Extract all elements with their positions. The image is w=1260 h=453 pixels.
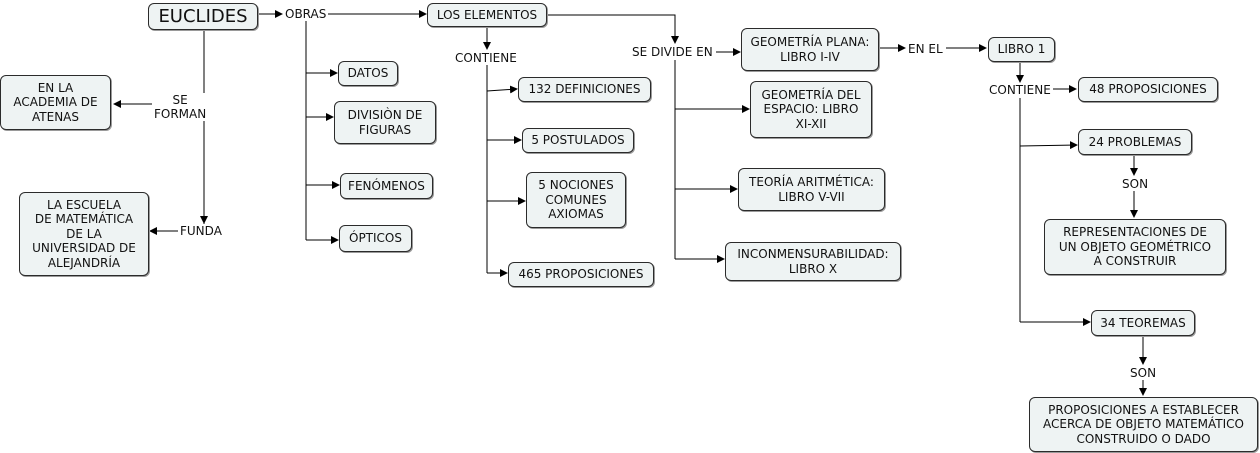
node-5-postulados[interactable]: 5 POSTULADOS	[522, 128, 634, 153]
node-5-nociones[interactable]: 5 NOCIONES COMUNES AXIOMAS	[526, 172, 626, 228]
node-48-proposiciones[interactable]: 48 PROPOSICIONES	[1078, 77, 1218, 102]
node-euclides[interactable]: EUCLIDES	[148, 3, 258, 30]
node-34-teoremas[interactable]: 34 TEOREMAS	[1091, 310, 1195, 336]
node-465-proposiciones[interactable]: 465 PROPOSICIONES	[508, 262, 654, 287]
node-los-elementos[interactable]: LOS ELEMENTOS	[427, 3, 547, 27]
link-son-problemas: SON	[1120, 177, 1151, 191]
node-representaciones[interactable]: REPRESENTACIONES DE UN OBJETO GEOMÉTRICO…	[1044, 219, 1226, 275]
node-opticos[interactable]: ÓPTICOS	[339, 225, 412, 252]
node-132-definiciones[interactable]: 132 DEFINICIONES	[518, 77, 651, 102]
link-funda: FUNDA	[178, 224, 224, 238]
link-obras: OBRAS	[283, 7, 329, 21]
node-teoria-aritmetica[interactable]: TEORÍA ARITMÉTICA: LIBRO V-VII	[738, 168, 885, 211]
node-24-problemas[interactable]: 24 PROBLEMAS	[1078, 129, 1192, 155]
node-geometria-plana[interactable]: GEOMETRÍA PLANA: LIBRO I-IV	[741, 28, 879, 71]
node-proposiciones-establecer[interactable]: PROPOSICIONES A ESTABLECER ACERCA DE OBJ…	[1029, 397, 1258, 452]
link-son-teoremas: SON	[1128, 366, 1159, 380]
node-datos[interactable]: DATOS	[338, 61, 398, 86]
link-se-divide-en: SE DIVIDE EN	[630, 45, 715, 59]
node-geometria-espacio[interactable]: GEOMETRÍA DEL ESPACIO: LIBRO XI-XII	[750, 81, 872, 138]
node-academia-atenas[interactable]: EN LA ACADEMIA DE ATENAS	[0, 75, 111, 130]
node-fenomenos[interactable]: FENÓMENOS	[340, 173, 433, 199]
link-contiene-elementos: CONTIENE	[453, 51, 519, 65]
node-escuela-alejandria[interactable]: LA ESCUELA DE MATEMÁTICA DE LA UNIVERSID…	[19, 192, 149, 276]
link-contiene-libro: CONTIENE	[987, 83, 1053, 97]
link-se-forman: SE FORMAN	[152, 93, 209, 121]
link-en-el: EN EL	[906, 42, 945, 56]
node-libro-1[interactable]: LIBRO 1	[988, 37, 1055, 62]
node-inconmensurabilidad[interactable]: INCONMENSURABILIDAD: LIBRO X	[725, 242, 901, 281]
node-division-figuras[interactable]: DIVISIÒN DE FIGURAS	[334, 101, 436, 144]
